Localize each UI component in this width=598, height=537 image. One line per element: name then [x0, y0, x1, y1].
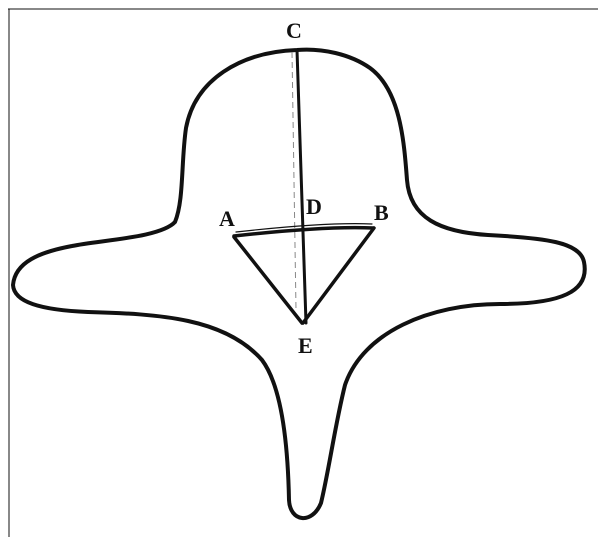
line-a-b — [232, 225, 375, 238]
line-a-b-trace — [235, 223, 373, 233]
label-c: C — [286, 18, 302, 43]
label-a: A — [219, 206, 235, 231]
line-b-e — [301, 226, 376, 325]
label-d: D — [306, 194, 322, 219]
vertebra-outline — [11, 47, 587, 521]
line-c-e — [295, 48, 308, 325]
label-e: E — [298, 333, 313, 358]
line-c-e-trace — [291, 51, 297, 311]
label-b: B — [374, 200, 389, 225]
line-a-e — [232, 235, 304, 325]
